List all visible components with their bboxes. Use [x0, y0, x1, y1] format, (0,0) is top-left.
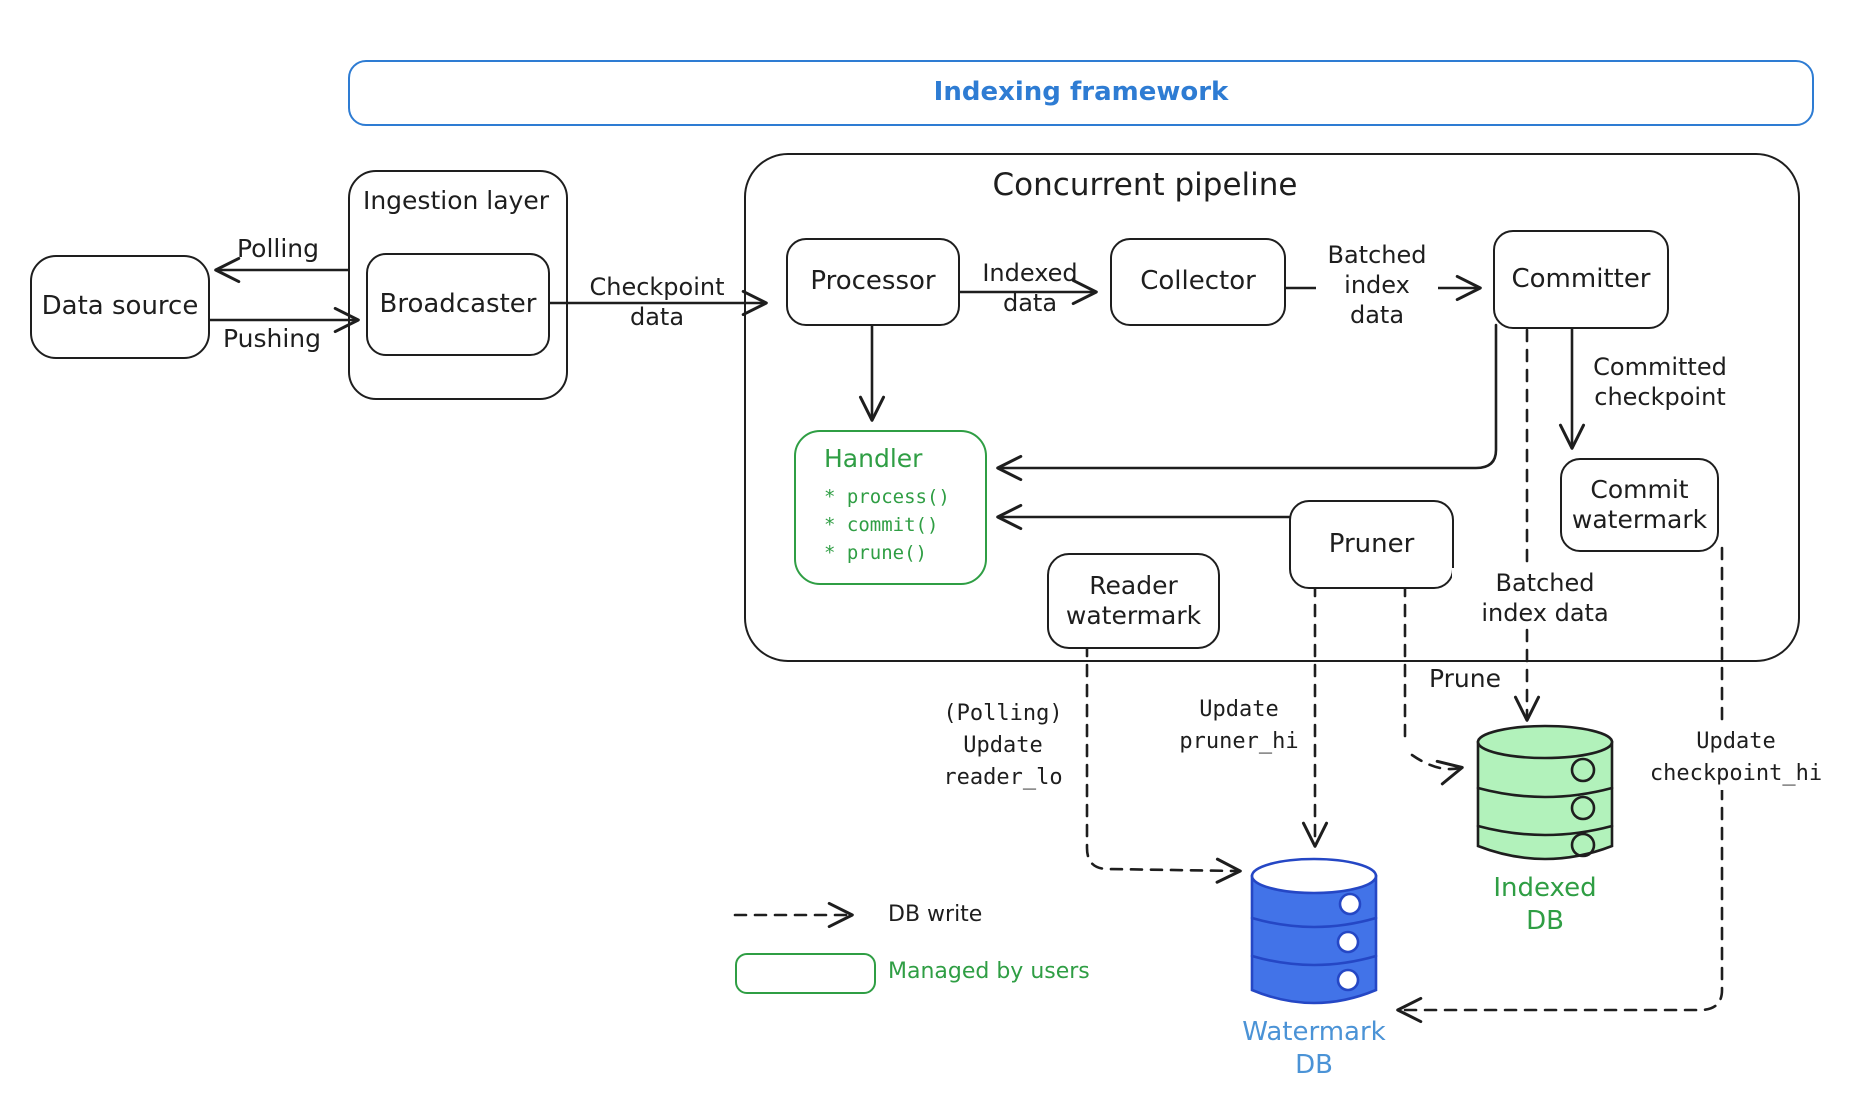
dashed-prune-arrow — [1410, 753, 1464, 786]
watermark-db-label: Watermark DB — [1242, 1017, 1386, 1080]
edge-label-prune: Prune — [1429, 664, 1501, 693]
indexed-db-label: Indexed DB — [1493, 873, 1597, 936]
handler-item-commit: * commit() — [824, 514, 939, 536]
legend-managed-swatch — [735, 953, 876, 994]
node-committer: Committer — [1493, 230, 1669, 329]
ingestion-layer-label: Ingestion layer — [362, 186, 550, 215]
edge-label-checkpoint-data: Checkpoint data — [589, 273, 725, 331]
legend-managed-by-users-label: Managed by users — [888, 959, 1090, 984]
commit-watermark-label: Commit watermark — [1571, 475, 1708, 534]
concurrent-pipeline-title: Concurrent pipeline — [992, 167, 1298, 203]
broadcaster-label: Broadcaster — [379, 288, 537, 319]
reader-watermark-label: Reader watermark — [1065, 571, 1202, 630]
watermark-db-cylinder — [1250, 857, 1378, 1005]
node-handler: Handler * process() * commit() * prune() — [794, 430, 987, 585]
edge-label-update-pruner-hi: Update pruner_hi — [1168, 694, 1310, 758]
edge-label-indexed-data: Indexed data — [982, 259, 1078, 317]
committer-label: Committer — [1511, 263, 1651, 294]
collector-label: Collector — [1140, 266, 1256, 297]
handler-title: Handler — [824, 444, 923, 473]
arrow-committer-to-handler — [996, 323, 1498, 482]
node-concurrent-pipeline — [744, 153, 1800, 662]
edge-label-update-checkpoint-hi: Update checkpoint_hi — [1636, 726, 1836, 790]
edge-label-batched-index-data: Batched index data — [1316, 240, 1438, 330]
edge-label-polling-update-reader-lo: (Polling) Update reader_lo — [943, 701, 1063, 790]
processor-label: Processor — [810, 266, 936, 297]
edge-label-batched-index-data-to-db: Batched index data — [1452, 568, 1638, 628]
handler-item-prune: * prune() — [824, 542, 927, 564]
node-pruner: Pruner — [1289, 500, 1454, 589]
node-commit-watermark: Commit watermark — [1560, 458, 1719, 552]
dashed-commit-watermark-to-watermark-db — [1396, 546, 1724, 1024]
node-processor: Processor — [786, 238, 960, 326]
legend-db-write-label: DB write — [888, 902, 983, 927]
edge-label-polling: Polling — [236, 234, 320, 263]
pruner-label: Pruner — [1328, 528, 1415, 559]
indexing-framework-banner: Indexing framework — [348, 60, 1814, 126]
handler-item-process: * process() — [824, 486, 950, 508]
node-broadcaster: Broadcaster — [366, 253, 550, 356]
indexed-db-cylinder — [1476, 724, 1614, 861]
banner-label: Indexing framework — [933, 77, 1229, 108]
edge-label-committed-checkpoint: Committed checkpoint — [1593, 353, 1727, 411]
edge-label-pushing: Pushing — [222, 324, 321, 353]
dashed-reader-to-watermark-db — [1085, 643, 1242, 884]
data-source-label: Data source — [41, 291, 199, 322]
node-ingestion-layer — [348, 170, 568, 400]
node-reader-watermark: Reader watermark — [1047, 553, 1220, 649]
node-data-source: Data source — [30, 255, 210, 359]
node-collector: Collector — [1110, 238, 1286, 326]
